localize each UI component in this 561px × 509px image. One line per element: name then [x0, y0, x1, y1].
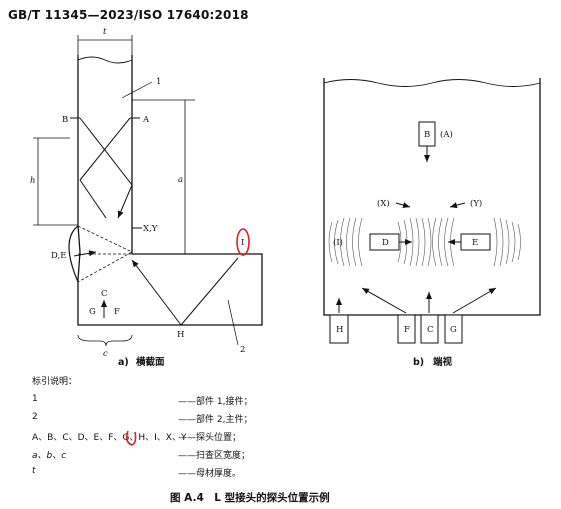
legend-key-4: a、b、c — [32, 451, 67, 461]
legend-key-2: 2 — [32, 412, 38, 422]
end-probe-h-label: H — [336, 325, 343, 335]
document-header: GB/T 11345—2023/ISO 17640:2018 — [8, 8, 249, 22]
probe-a-label: A — [142, 115, 150, 125]
legend-key-1: 1 — [32, 394, 38, 404]
end-probe-g-label: G — [450, 325, 457, 335]
legend-key-3: A、B、C、D、E、F、G、H、I、X、Y — [32, 433, 187, 443]
end-probe-i-label: (I) — [333, 237, 343, 248]
t-dimension-label: t — [103, 27, 107, 37]
legend-desc-4: ——扫查区宽度； — [178, 451, 251, 461]
probe-xy-label: X,Y — [143, 224, 158, 234]
left-caption: 横截面 — [136, 356, 165, 368]
left-caption-letter: a) — [118, 357, 129, 368]
legend-desc-1: ——部件 1,接件； — [178, 397, 253, 407]
probe-c-label: C — [101, 289, 108, 299]
end-probe-d-label: D — [382, 238, 389, 248]
end-probe-c-label: C — [427, 325, 434, 335]
end-probe-e-label: E — [472, 238, 478, 248]
probe-f-label: F — [114, 307, 120, 317]
part-2-label: 2 — [240, 345, 245, 355]
probe-de-label: D,E — [51, 251, 66, 261]
probe-b-label: B — [62, 115, 68, 125]
left-figure-cross-section: t 1 B A h a X,Y D,E I C G F H 2 c a) 横截面 — [30, 27, 263, 368]
legend-title: 标引说明： — [32, 377, 78, 387]
a-dimension-label: a — [178, 175, 183, 185]
right-caption: 端视 — [433, 356, 453, 368]
probe-g-label: G — [89, 307, 96, 317]
end-probe-a-label: (A) — [440, 129, 453, 140]
probe-h-label: H — [177, 330, 184, 340]
figure-caption: 图 A.4 L 型接头的探头位置示例 — [170, 492, 330, 504]
end-probe-b-label: B — [424, 130, 430, 140]
end-probe-x-label: (X) — [377, 198, 390, 209]
legend-desc-5: ——母材厚度。 — [178, 469, 242, 479]
right-caption-letter: b) — [413, 357, 424, 368]
legend-key-5: t — [32, 466, 36, 476]
end-probe-y-label: (Y) — [470, 198, 482, 209]
h-dimension-label: h — [30, 176, 35, 186]
end-probe-f-label: F — [404, 325, 410, 335]
legend-desc-2: ——部件 2,主件； — [178, 415, 253, 425]
probe-i-label: I — [241, 238, 244, 248]
c-dimension-label: c — [103, 349, 108, 359]
legend-desc-3: ——探头位置； — [178, 433, 242, 443]
part-1-label: 1 — [156, 77, 161, 87]
